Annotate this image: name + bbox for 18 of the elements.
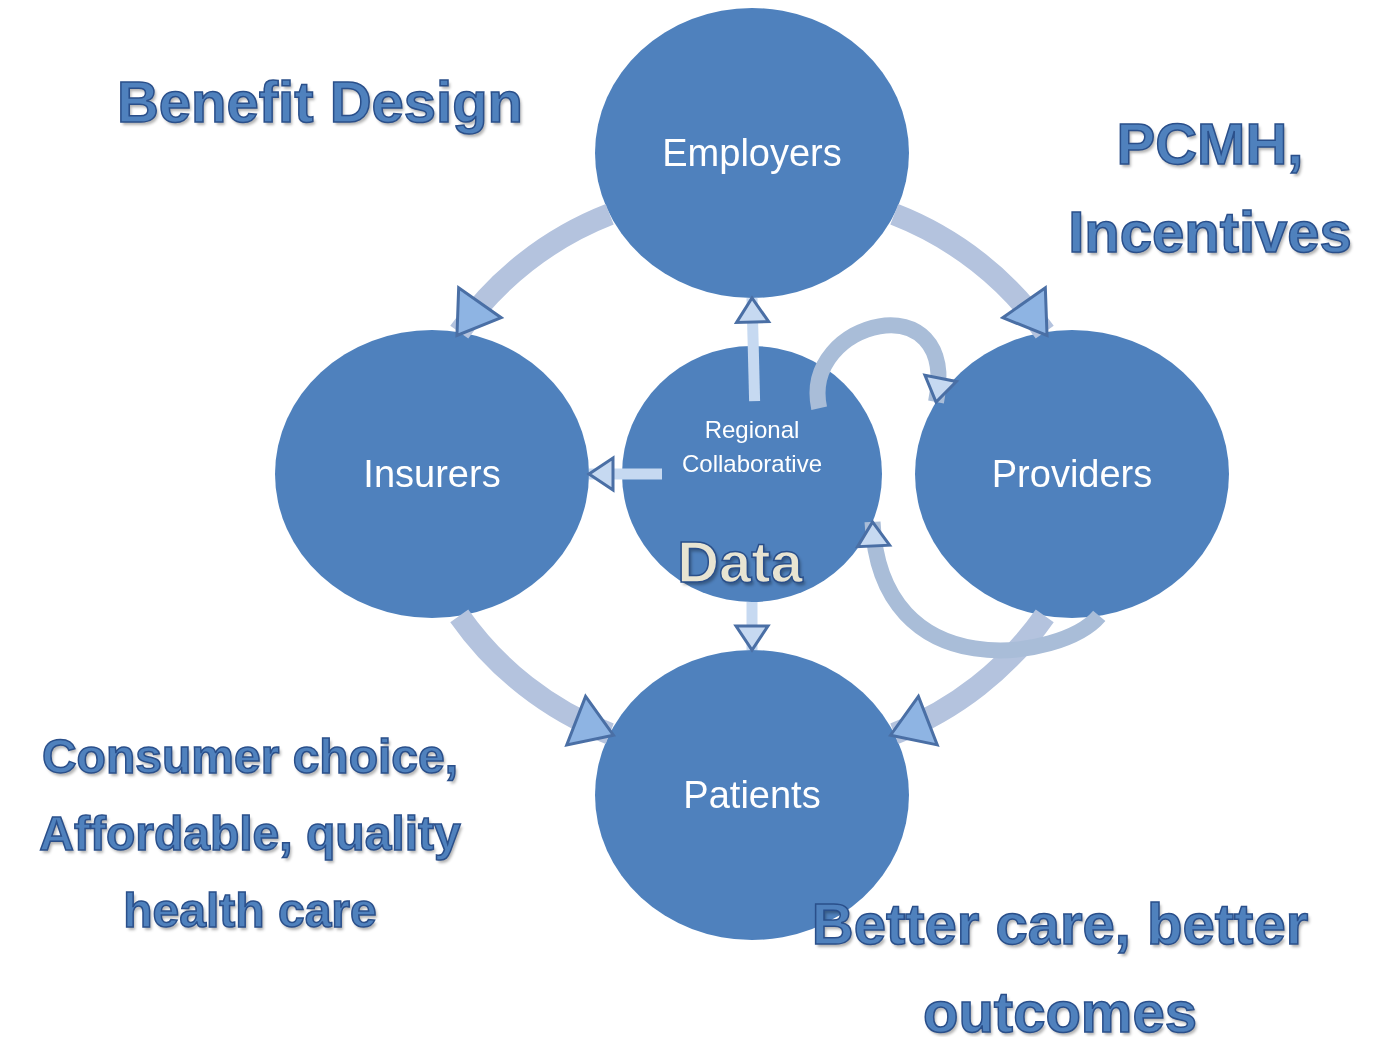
cycle-arrow <box>889 608 1054 744</box>
curved-arrow <box>809 317 956 409</box>
cycle-arrow <box>889 204 1054 340</box>
node-label: Regional Collaborative <box>680 414 824 479</box>
node-label: Employers <box>661 130 843 176</box>
outcome-label: Consumer choice, Affordable, quality health care <box>38 729 462 939</box>
block-arrow <box>735 296 771 402</box>
outcome-label: PCMH, Incentives <box>1067 110 1353 266</box>
node-label: Patients <box>682 772 822 818</box>
curved-arrow <box>858 520 1105 659</box>
outcome-label: Benefit Design <box>115 68 525 136</box>
cycle-arrow <box>450 608 615 744</box>
cycle-arrow <box>450 204 615 340</box>
block-arrow <box>587 456 662 492</box>
data-label: Data <box>676 528 804 596</box>
node-label: Providers <box>990 451 1154 497</box>
block-arrow <box>734 602 770 652</box>
node-label: Insurers <box>362 451 502 497</box>
